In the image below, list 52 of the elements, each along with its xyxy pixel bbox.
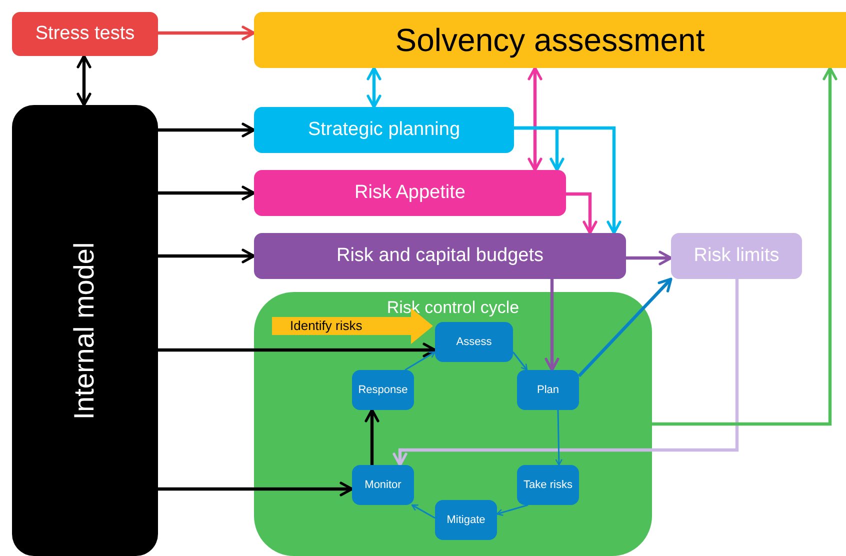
process-box — [254, 107, 514, 153]
process-box — [517, 465, 579, 505]
node-label: Response — [358, 384, 408, 396]
arrow — [566, 192, 598, 234]
node-label: Monitor — [364, 479, 402, 491]
process-box — [12, 12, 158, 56]
node-label: Mitigate — [446, 514, 486, 526]
node-label: Risk limits — [694, 245, 780, 267]
arrow — [514, 126, 622, 234]
arrow — [578, 278, 672, 378]
arrow — [158, 26, 256, 40]
process-box — [254, 170, 566, 216]
process-box — [352, 465, 414, 505]
cycle-panel — [254, 292, 652, 556]
block-arrow — [272, 308, 433, 344]
arrow — [158, 248, 256, 264]
node-label: Internal model — [69, 242, 101, 420]
arrow — [158, 342, 436, 358]
process-box — [671, 233, 802, 279]
process-box — [435, 322, 513, 362]
group-title: Risk control cycle — [386, 298, 520, 318]
arrow — [512, 352, 528, 371]
arrow — [158, 186, 256, 200]
arrow — [76, 54, 92, 106]
arrow — [626, 250, 672, 266]
arrow — [366, 66, 382, 108]
arrow — [158, 122, 256, 138]
node-label: Strategic planning — [308, 119, 460, 141]
arrow — [528, 66, 542, 172]
node-label: Risk Appetite — [354, 182, 466, 204]
arrow — [364, 408, 380, 465]
arrow — [404, 351, 436, 371]
arrow — [158, 482, 354, 496]
model-bar — [12, 105, 158, 556]
process-box — [517, 370, 579, 410]
process-box — [254, 233, 626, 279]
edge-label: Identify risks — [290, 318, 362, 333]
heading-box — [254, 12, 846, 68]
arrow — [555, 410, 562, 466]
arrow — [392, 279, 739, 466]
node-label: Plan — [536, 384, 560, 396]
node-label: Assess — [456, 336, 492, 348]
node-label: Solvency assessment — [395, 22, 705, 58]
node-label: Risk and capital budgets — [336, 245, 544, 267]
node-label: Stress tests — [35, 23, 135, 45]
process-box — [352, 370, 414, 410]
arrow — [652, 66, 838, 426]
arrow — [496, 504, 528, 516]
node-label: Take risks — [524, 479, 572, 491]
arrow — [411, 504, 436, 519]
arrow — [544, 279, 560, 372]
process-box — [435, 500, 497, 540]
